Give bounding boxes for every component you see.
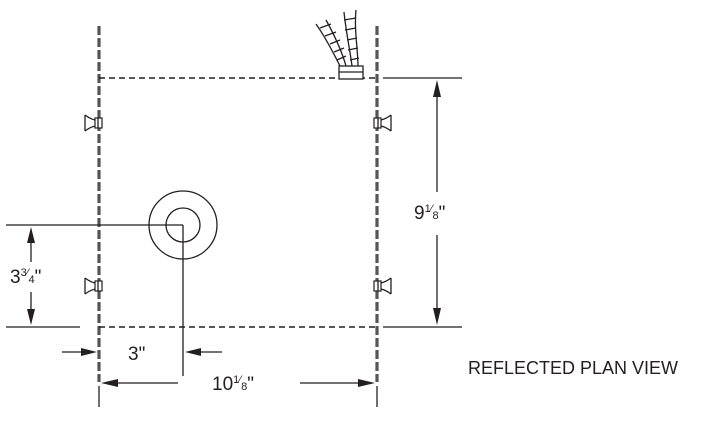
box-outline: [99, 77, 377, 328]
flexible-conduit-icon: [315, 9, 364, 80]
mounting-bracket-icons: [84, 114, 392, 295]
bracket-top-left-icon: [84, 114, 103, 132]
height-dimension-label: 91⁄8": [414, 203, 445, 224]
bracket-bottom-left-icon: [84, 277, 103, 295]
height-dimension: 91⁄8": [414, 80, 445, 325]
wall-studs: [97, 26, 379, 382]
vertical-offset-dimension-label: 33⁄4": [10, 267, 41, 288]
horizontal-offset-dimension-label: 3": [128, 344, 145, 365]
extension-lines: [6, 77, 462, 407]
width-dimension-label: 101⁄8": [212, 374, 254, 395]
vertical-offset-dimension: 33⁄4": [10, 227, 41, 325]
bracket-bottom-right-icon: [373, 277, 392, 295]
horizontal-offset-dimension: 3": [62, 344, 222, 365]
width-dimension: 101⁄8": [101, 374, 375, 395]
view-caption: REFLECTED PLAN VIEW: [468, 358, 678, 378]
bracket-top-right-icon: [373, 114, 392, 132]
